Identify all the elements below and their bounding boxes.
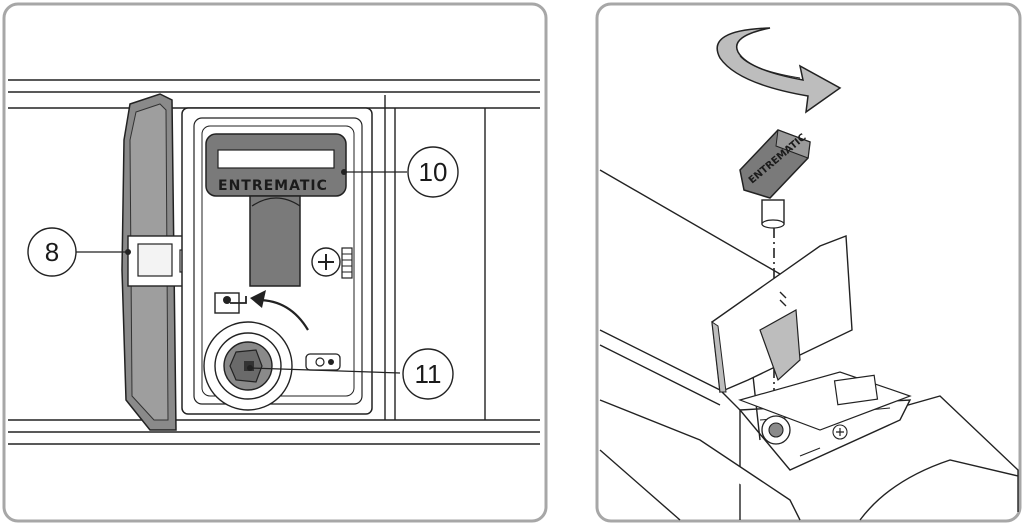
callout-10-label: 10: [419, 157, 448, 187]
left-panel: ENTREMATIC: [2, 2, 548, 523]
lid-cover: [121, 93, 189, 431]
callout-10: 10: [407, 146, 459, 198]
right-compartment: [738, 371, 912, 457]
turn-direction-arrow-icon: [257, 298, 309, 331]
screw-icon: [311, 247, 353, 279]
logo-text: ENTREMATIC: [218, 178, 328, 194]
callout-8-label: 8: [45, 237, 59, 267]
stored-key: ENTREMATIC: [205, 133, 347, 287]
callout-8: 8: [27, 227, 77, 277]
unlock-symbol-icon: [214, 292, 247, 314]
rotate-arrow-icon: [716, 27, 842, 114]
callout-11: 11: [402, 348, 454, 400]
lock-symbol-icon: [305, 353, 341, 371]
callout-11-label: 11: [415, 359, 442, 389]
right-panel: ENTREMATIC: [595, 2, 1022, 523]
open-lid: [711, 235, 853, 394]
key-icon: ENTREMATIC: [739, 129, 811, 229]
leader-lines: [76, 171, 407, 374]
